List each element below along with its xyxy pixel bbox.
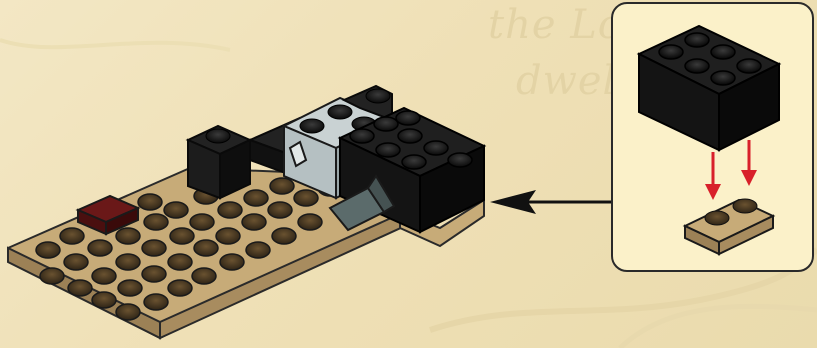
background-script-line2: dwell: [516, 58, 631, 104]
callout-black-brick: [636, 24, 782, 152]
callout-tan-plate: [682, 198, 776, 256]
arrow-left-icon: [490, 190, 612, 214]
black-brick-2x3: [337, 106, 487, 234]
callout-box: [611, 2, 814, 272]
callout-diagram: [636, 24, 782, 256]
dark-red-tile: [75, 194, 141, 236]
dark-gray-slope: [328, 174, 396, 232]
background-script-line1: the Lo: [488, 2, 623, 48]
arrow-down-icon: [705, 140, 757, 200]
base-plate-studs: [35, 177, 343, 321]
black-top-plate: [341, 84, 393, 122]
black-brick-1x1: [185, 124, 253, 200]
